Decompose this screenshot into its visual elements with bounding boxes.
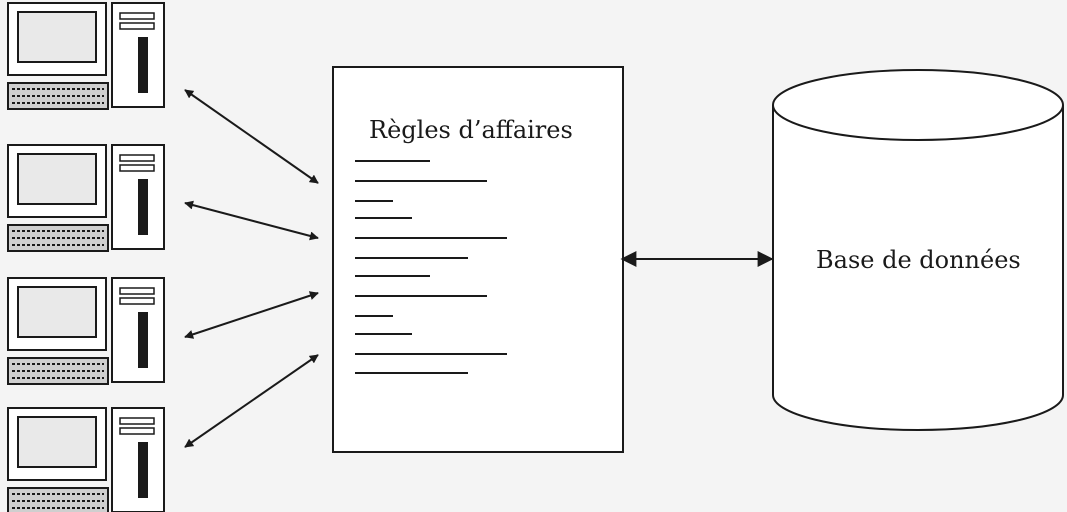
connection-arrow — [184, 200, 319, 241]
desktop-computer-icon — [7, 407, 165, 512]
database-label: Base de données — [816, 246, 1021, 274]
desktop-computer-icon — [7, 144, 165, 252]
document-text-lines — [355, 160, 507, 374]
business-rules-box: Règles d’affaires — [332, 66, 624, 453]
connection-arrow — [184, 291, 319, 339]
client-connection-arrows — [184, 89, 319, 448]
client-computers — [7, 2, 165, 512]
database-cylinder-icon: Base de données — [772, 69, 1064, 431]
connection-arrow — [184, 354, 319, 448]
business-rules-title: Règles d’affaires — [369, 116, 573, 144]
desktop-computer-icon — [7, 277, 165, 385]
connection-arrow — [184, 89, 319, 184]
desktop-computer-icon — [7, 2, 165, 110]
